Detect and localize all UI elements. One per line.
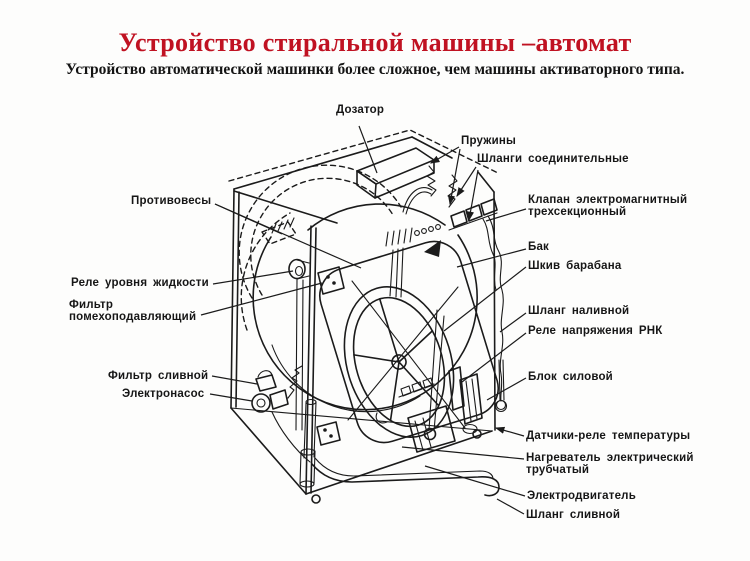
page-title: Устройство стиральной машины –автомат — [118, 28, 632, 57]
springs — [402, 165, 458, 215]
label-dispenser: Дозатор — [336, 104, 385, 116]
drain-filter — [255, 370, 277, 392]
cabinet — [228, 129, 499, 504]
voltage-relay — [448, 366, 465, 411]
frame-cross-arms — [347, 280, 466, 429]
solenoid-valve — [448, 198, 498, 231]
heater — [398, 377, 435, 398]
label-drain-filter: Фильтр сливной — [108, 370, 209, 382]
label-counterweights: Противовесы — [131, 195, 212, 207]
terminal-block — [316, 421, 341, 446]
dispenser — [356, 147, 435, 199]
label-solenoid-valve: Клапан электромагнитный трехсекционный — [528, 194, 688, 218]
label-tub: Бак — [528, 241, 550, 253]
label-connecting-hoses: Шланги соединительные — [477, 153, 629, 165]
label-inlet-hose: Шланг наливной — [528, 305, 630, 317]
label-drum-pulley: Шкив барабана — [528, 260, 622, 272]
motor — [407, 405, 456, 453]
noise-filter — [317, 266, 345, 295]
label-pump: Электронасос — [122, 388, 205, 400]
water-level-relay — [288, 258, 310, 431]
label-power-unit: Блок силовой — [528, 371, 613, 383]
temperature-sensors — [375, 412, 478, 435]
drain-hose — [311, 457, 500, 497]
label-motor: Электродвигатель — [527, 490, 636, 502]
label-temperature-sensors: Датчики-реле температуры — [526, 430, 691, 442]
page-subtitle: Устройство автоматической машинки более … — [65, 61, 685, 78]
inlet-hose — [482, 215, 508, 413]
label-water-level-relay: Реле уровня жидкости — [71, 277, 209, 289]
drain-pump — [251, 365, 311, 463]
label-noise-filter: Фильтр помехоподавляющий — [69, 299, 197, 323]
label-voltage-relay: Реле напряжения РНК — [528, 325, 663, 337]
label-heater: Нагреватель электрический трубчатый — [526, 452, 694, 476]
label-drain-hose: Шланг сливной — [526, 509, 621, 521]
drum-pulley — [343, 286, 455, 441]
label-springs: Пружины — [461, 135, 517, 147]
power-unit — [459, 373, 483, 425]
leader-lines — [200, 125, 527, 515]
